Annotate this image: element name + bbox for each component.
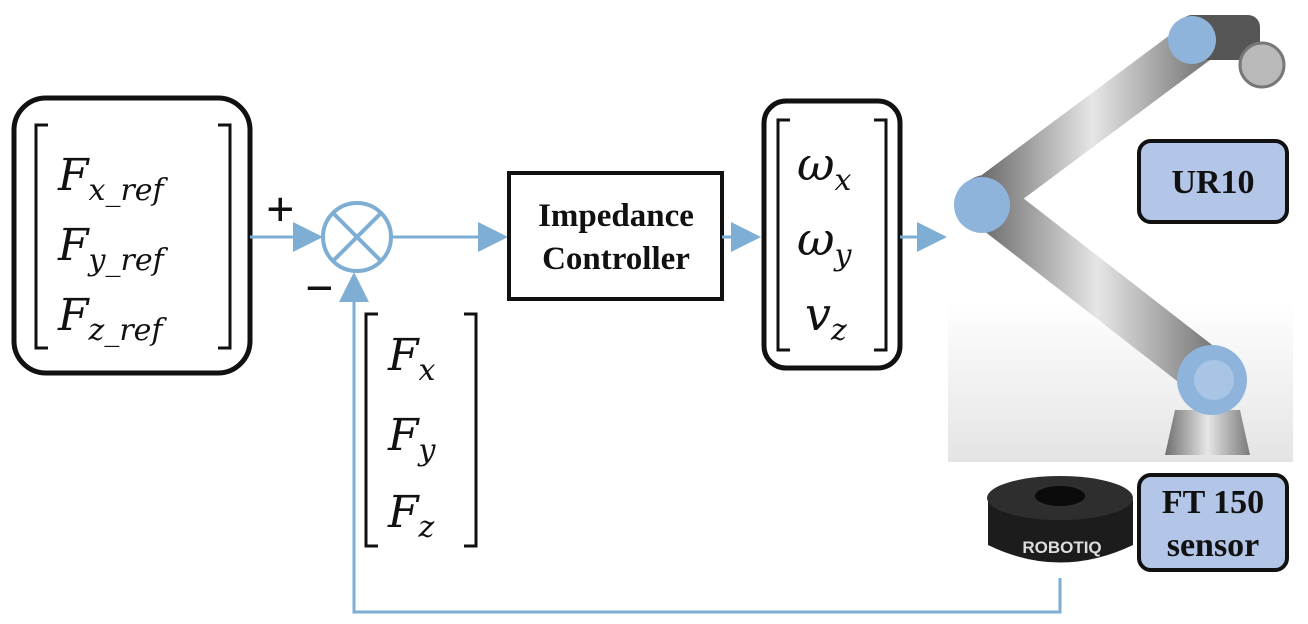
measured-force-vector: Fx Fy Fz [364,312,478,548]
svg-text:ωx: ωx [797,137,852,198]
summing-junction [321,201,393,273]
svg-text:FT 150: FT 150 [1162,484,1264,521]
feedback-arrow [339,272,1062,614]
svg-text:ROBOTIQ: ROBOTIQ [1022,538,1101,557]
svg-text:Fx_ref: Fx_ref [57,150,169,208]
velocity-command-vector: ωx ωy vz [761,98,903,371]
plus-sign: + [266,181,295,237]
ur10-robot-image [948,15,1293,462]
svg-text:UR10: UR10 [1171,164,1254,201]
reference-force-vector: Fx_ref Fy_ref Fz_ref [11,95,253,376]
svg-text:Fy: Fy [387,410,437,468]
svg-text:Impedance: Impedance [538,198,694,234]
svg-text:Fx: Fx [387,330,436,388]
svg-text:Fy_ref: Fy_ref [57,220,169,278]
svg-text:vz: vz [805,287,847,348]
svg-text:Controller: Controller [542,241,690,277]
impedance-controller-block: Impedance Controller [507,171,724,301]
ur10-label: UR10 [1137,139,1289,224]
ft150-sensor-label: FT 150 sensor [1137,473,1289,572]
svg-text:ωy: ωy [797,212,853,273]
ft150-sensor-image: ROBOTIQ [987,476,1133,563]
svg-text:Fz: Fz [387,487,435,545]
minus-sign: − [305,260,334,316]
svg-text:sensor: sensor [1167,527,1260,564]
svg-text:Fz_ref: Fz_ref [57,290,167,348]
